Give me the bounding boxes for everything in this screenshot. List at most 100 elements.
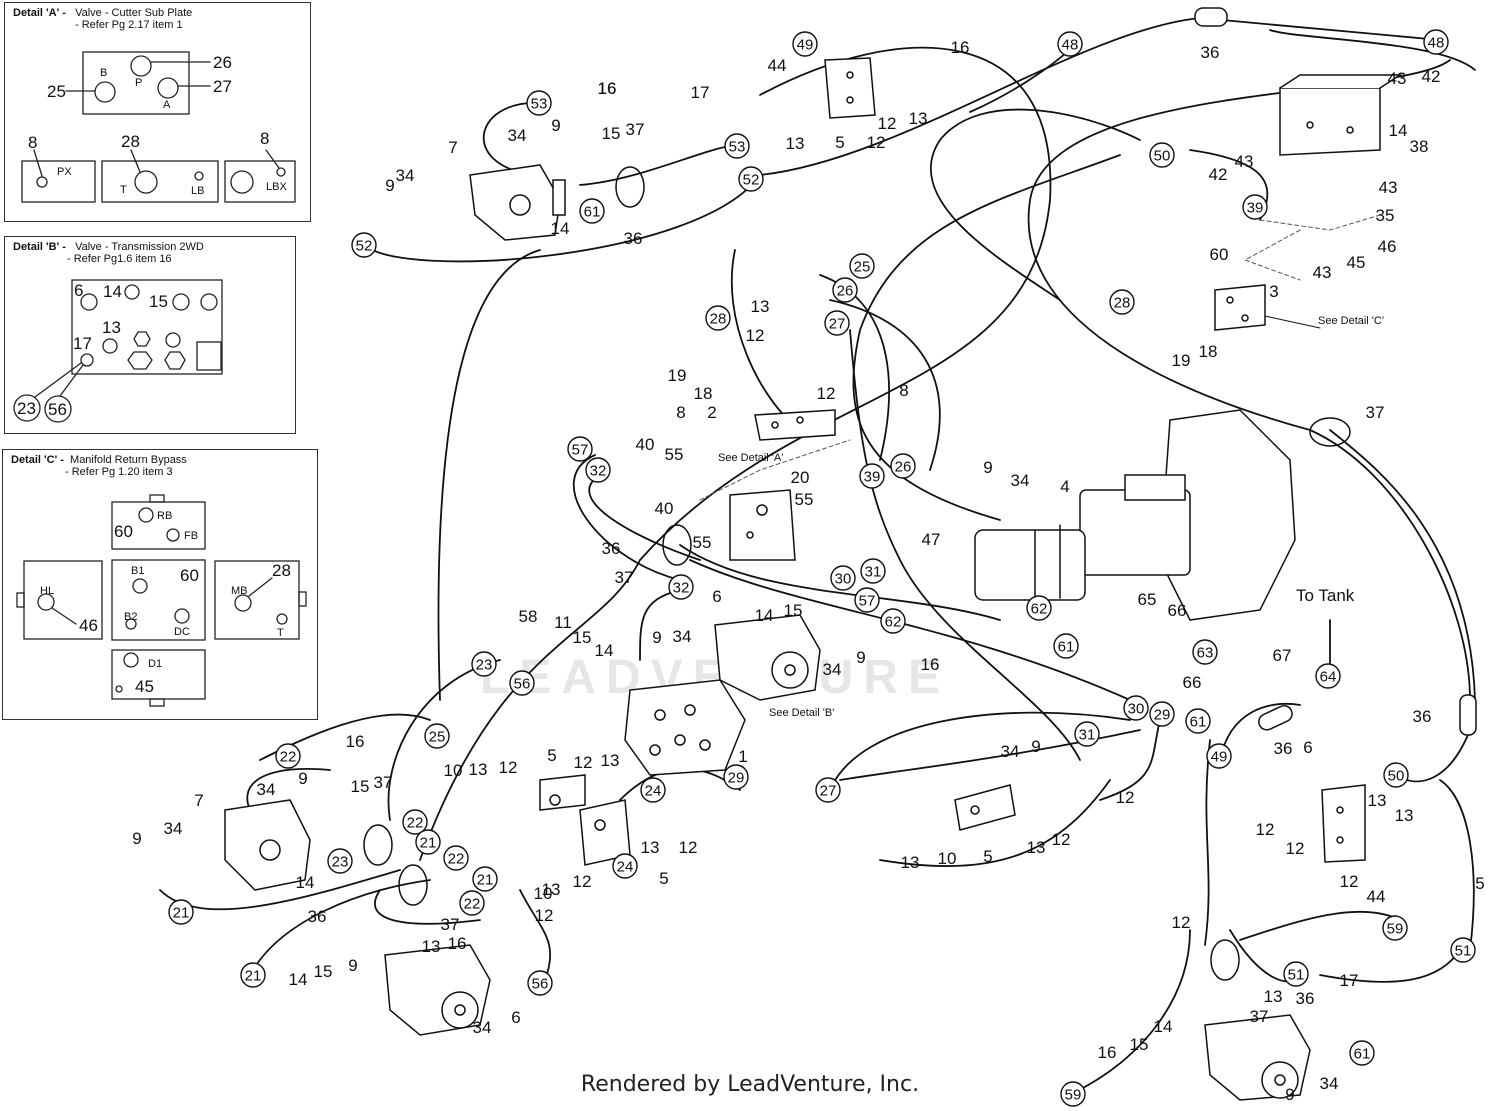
callout-number: 32 — [590, 463, 607, 480]
detail-a-title-rest: Valve - Cutter Sub Plate — [75, 7, 193, 19]
part-callout: 36 — [602, 539, 621, 558]
callout-circle — [612, 853, 638, 879]
part-callout: 9 — [385, 176, 394, 195]
circled-callout: 61 — [579, 198, 605, 224]
circled-callout: 29 — [723, 764, 749, 790]
part-callout: 10 — [534, 884, 553, 903]
callout-circle — [424, 723, 450, 749]
callout-circle — [1074, 721, 1100, 747]
part-callout: 6 — [712, 587, 721, 606]
part-callout: 34 — [164, 819, 183, 838]
callout-number: 39 — [864, 469, 881, 486]
part-callout: 13 — [1368, 791, 1387, 810]
callout-number: 30 — [835, 571, 852, 588]
detail-a-ref: - Refer Pg 2.17 item 1 — [75, 19, 183, 31]
detail-c-callouts: 60 60 46 28 45 — [79, 522, 291, 696]
callout-circle — [443, 845, 469, 871]
callout-circle — [832, 277, 858, 303]
components — [224, 7, 1477, 1101]
part-callout: 12 — [535, 906, 554, 925]
callout-number: 53 — [531, 96, 548, 113]
callout-number: 22 — [464, 896, 481, 913]
part-callout: 6 — [511, 1008, 520, 1027]
part-callout: 55 — [693, 533, 712, 552]
callout-number: 61 — [1058, 639, 1075, 656]
callout-circle — [459, 890, 485, 916]
part-callout: 12 — [499, 758, 518, 777]
part-callout: 36 — [624, 229, 643, 248]
callout-circle — [1192, 639, 1218, 665]
callout: 25 — [47, 82, 66, 101]
callout-circle — [585, 457, 611, 483]
callout-number: 28 — [710, 311, 727, 328]
callout-number: 26 — [895, 459, 912, 476]
detail-a-drawing — [21, 51, 296, 203]
block-5-left — [539, 774, 586, 811]
port-a-label: A — [163, 99, 171, 111]
port-t-label: T — [120, 184, 127, 196]
part-callout: 12 — [1052, 830, 1071, 849]
part-callout: 13 — [1027, 838, 1046, 857]
pump-assembly-4 — [974, 409, 1296, 621]
part-callout: 12 — [574, 753, 593, 772]
callout-number: 24 — [617, 859, 634, 876]
part-callout: 18 — [1199, 342, 1218, 361]
detail-c-labels: RB FB HL B1 B2 DC MB T D1 — [40, 510, 284, 670]
part-callout: 13 — [751, 297, 770, 316]
callout-number: 57 — [859, 593, 876, 610]
circled-callout: 48 — [1057, 31, 1083, 57]
part-callout: 14 — [755, 606, 774, 625]
part-callout: 44 — [1367, 887, 1386, 906]
circled-callout: 50 — [1383, 762, 1409, 788]
callout-circle — [815, 777, 841, 803]
part-callout: 44 — [768, 56, 787, 75]
callout-number: 56 — [532, 976, 549, 993]
circled-callout: 49 — [792, 31, 818, 57]
part-callout: 19 — [1172, 351, 1191, 370]
detail-a-title-bold: Detail 'A' - — [13, 7, 66, 19]
port-fb-label: FB — [184, 530, 198, 542]
detail-b-drawing — [13, 279, 223, 423]
callout-number: 52 — [356, 238, 373, 255]
callout: 60 — [114, 522, 133, 541]
circled-callout: 22 — [275, 743, 301, 769]
detail-c-title-bold: Detail 'C' - — [11, 454, 64, 466]
block-5-far-right — [1321, 784, 1366, 863]
part-callout: 16 — [448, 934, 467, 953]
part-callout: 1 — [738, 747, 747, 766]
detail-a-callouts: 25 26 27 28 8 8 — [28, 53, 269, 152]
part-callout: 37 — [626, 120, 645, 139]
callout-number: 49 — [1211, 749, 1228, 766]
part-callout: 15 — [784, 601, 803, 620]
manifold-block-14 — [1279, 74, 1403, 156]
callout-number: 62 — [1031, 601, 1048, 618]
port-b-label: B — [100, 67, 107, 79]
part-callout: 6 — [1303, 738, 1312, 757]
port-hl-label: HL — [40, 585, 54, 597]
callout-circle — [402, 809, 428, 835]
part-callout: 13 — [601, 751, 620, 770]
callout-circle — [1349, 1040, 1375, 1066]
part-callout: 38 — [1410, 137, 1429, 156]
part-callout: 34 — [396, 166, 415, 185]
callout-number: 29 — [728, 770, 745, 787]
circled-callout: 29 — [1149, 701, 1175, 727]
part-callout: 37 — [1250, 1007, 1269, 1026]
motor-6-upper — [714, 614, 821, 701]
circled-callout: 62 — [880, 608, 906, 634]
callout-circle — [1383, 762, 1409, 788]
part-callout: 12 — [1340, 872, 1359, 891]
part-callout: 5 — [659, 869, 668, 888]
callout: 46 — [79, 616, 98, 635]
part-callout: 34 — [257, 780, 276, 799]
detail-c-title: Detail 'C' - Manifold Return Bypass - Re… — [11, 454, 187, 478]
circled-callout: 31 — [1074, 721, 1100, 747]
part-callout: 42 — [1422, 67, 1441, 86]
detail-b-box: Detail 'B' - Valve - Transmission 2WD - … — [4, 236, 296, 434]
port-px-label: PX — [57, 166, 72, 178]
part-callout: 36 — [1201, 43, 1220, 62]
circled-callout: 32 — [668, 574, 694, 600]
manifold-block-3 — [1214, 284, 1266, 331]
circled-callout: 51 — [1283, 961, 1309, 987]
